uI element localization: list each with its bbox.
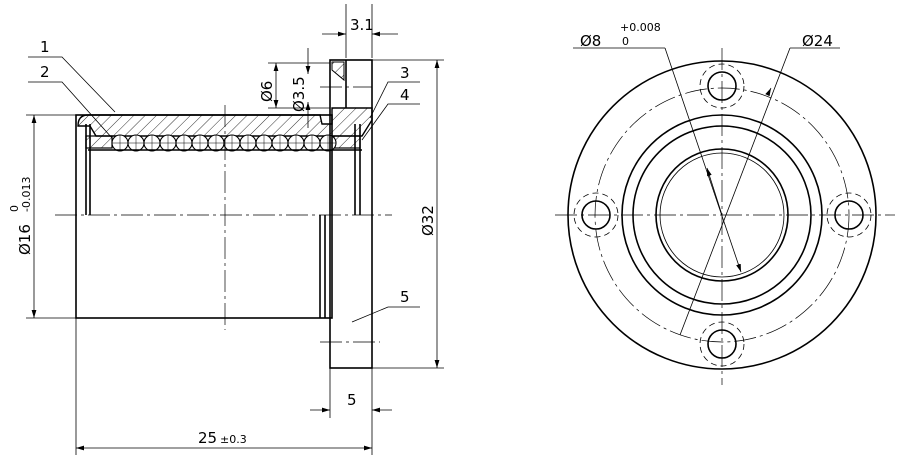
callout-1: 1 — [40, 38, 50, 56]
flange-outline — [329, 59, 373, 369]
dim-bolt-circle: Ø24 — [802, 32, 833, 50]
front-view: Ø8 +0.008 0 Ø24 — [555, 21, 895, 385]
dim-3-1: 3.1 — [350, 16, 374, 34]
leader-lines — [28, 56, 420, 323]
dim-shaft-tol-lower: -0.013 — [20, 177, 33, 212]
retainer-right — [333, 135, 361, 149]
dimension-lines — [573, 47, 840, 336]
dim-shaft-tol-upper: 0 — [8, 205, 21, 212]
dim-length: 25 — [198, 429, 217, 447]
dim-length-tol: ±0.3 — [220, 433, 247, 446]
side-view: 1 2 3 4 5 3.1 Ø6 Ø3.5 Ø16 0 -0.013 Ø32 5… — [8, 4, 444, 455]
dim-shaft-dia: Ø16 — [16, 224, 34, 255]
callout-3: 3 — [400, 64, 410, 82]
dim-hole-outer: Ø6 — [258, 81, 276, 102]
dim-bore-tol-lower: 0 — [622, 35, 629, 48]
body-outline — [75, 114, 333, 319]
ball-row — [111, 134, 337, 152]
callout-5: 5 — [400, 288, 410, 306]
dim-bore: Ø8 — [580, 32, 601, 50]
dim-bore-tol-upper: +0.008 — [620, 21, 661, 34]
dimension-lines — [26, 4, 444, 455]
dim-flange-dia: Ø32 — [419, 205, 437, 236]
callout-2: 2 — [40, 63, 50, 81]
dim-hole-inner: Ø3.5 — [290, 76, 308, 112]
dim-flange-thickness: 5 — [347, 391, 357, 409]
callout-4: 4 — [400, 86, 410, 104]
